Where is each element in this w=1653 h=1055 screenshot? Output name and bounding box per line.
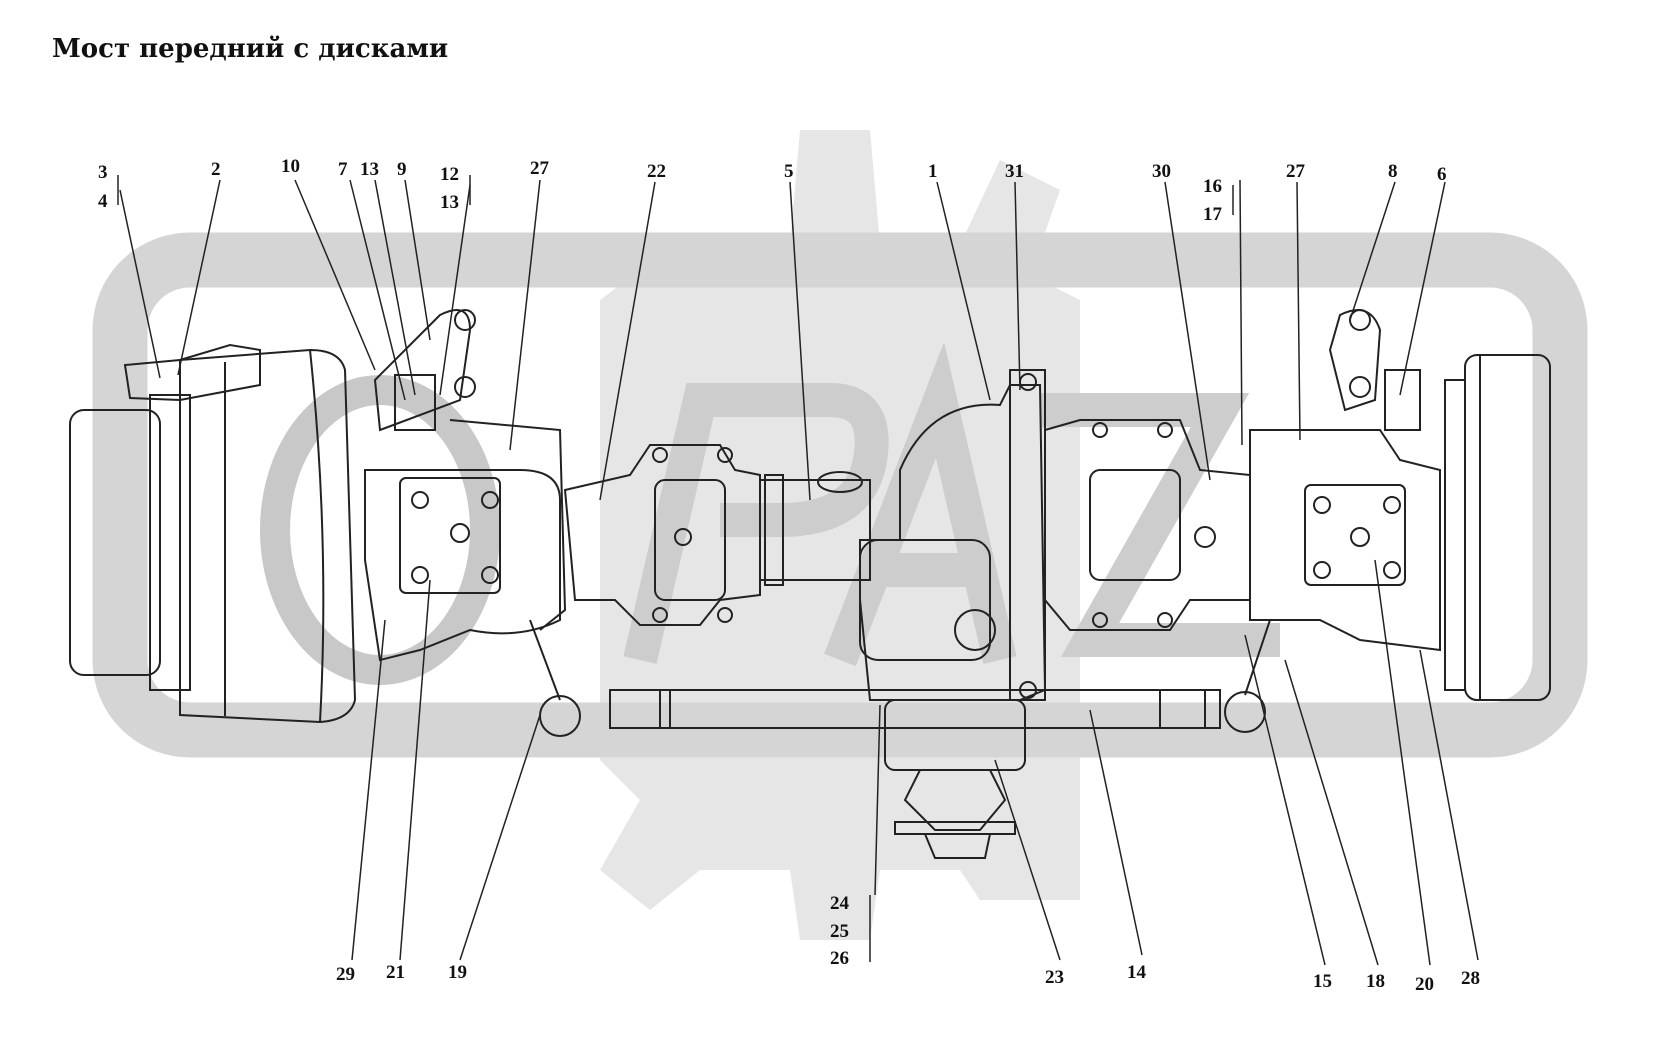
tie-rod bbox=[659, 689, 1206, 729]
label-27-a: 27 bbox=[530, 158, 550, 179]
label-16: 16 bbox=[1203, 176, 1222, 197]
page-title: Мост передний с дисками bbox=[52, 34, 449, 64]
label-brackets bbox=[117, 175, 1234, 962]
label-9: 9 bbox=[397, 159, 407, 180]
left-steering-knuckle bbox=[364, 469, 561, 662]
axle-shaft bbox=[759, 479, 871, 581]
label-21: 21 bbox=[386, 962, 405, 983]
label-1: 1 bbox=[928, 161, 938, 182]
label-12: 12 bbox=[440, 164, 459, 185]
label-6: 6 bbox=[1437, 164, 1447, 185]
label-2: 2 bbox=[211, 159, 221, 180]
label-23: 23 bbox=[1045, 967, 1064, 988]
label-17: 17 bbox=[1203, 204, 1223, 225]
label-3: 3 bbox=[98, 162, 108, 183]
label-26: 26 bbox=[830, 948, 849, 969]
label-27-b: 27 bbox=[1286, 161, 1306, 182]
left-brake-drum bbox=[179, 348, 357, 724]
label-31: 31 bbox=[1005, 161, 1024, 182]
label-29: 29 bbox=[336, 964, 355, 985]
label-22: 22 bbox=[647, 161, 666, 182]
watermark-letters bbox=[623, 342, 1280, 667]
axle-beam-left bbox=[563, 444, 761, 626]
label-24: 24 bbox=[830, 893, 850, 914]
left-upper-arm bbox=[373, 309, 472, 432]
label-15: 15 bbox=[1313, 971, 1332, 992]
label-13-a: 13 bbox=[360, 159, 379, 180]
label-28: 28 bbox=[1461, 968, 1480, 989]
label-7: 7 bbox=[338, 159, 348, 180]
differential-housing bbox=[859, 384, 1047, 701]
label-30: 30 bbox=[1152, 161, 1171, 182]
label-10: 10 bbox=[281, 156, 300, 177]
label-5: 5 bbox=[784, 161, 794, 182]
label-18: 18 bbox=[1366, 971, 1385, 992]
label-4: 4 bbox=[98, 191, 108, 212]
left-hub bbox=[69, 409, 161, 676]
leader-lines bbox=[119, 179, 1479, 966]
left-brake-chamber bbox=[123, 343, 261, 402]
watermark-logo bbox=[92, 130, 1588, 940]
right-steering-knuckle bbox=[1249, 429, 1441, 652]
right-upper-arm bbox=[1328, 309, 1382, 412]
label-14: 14 bbox=[1127, 962, 1147, 983]
label-25: 25 bbox=[830, 921, 849, 942]
label-20: 20 bbox=[1415, 974, 1434, 995]
label-13-b: 13 bbox=[440, 192, 459, 213]
label-8: 8 bbox=[1388, 161, 1398, 182]
label-19: 19 bbox=[448, 962, 467, 983]
axle-drawing bbox=[69, 309, 1551, 859]
